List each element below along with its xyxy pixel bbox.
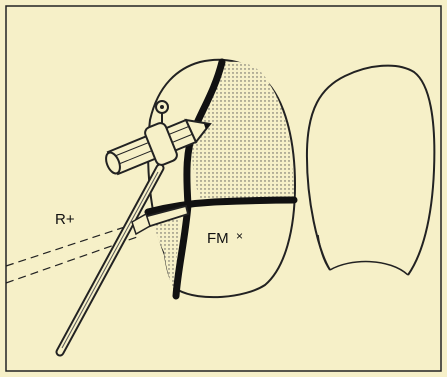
label-fm-mark: ×	[236, 229, 243, 243]
holder-rod-core	[62, 172, 158, 348]
label-r-plus: R+	[55, 211, 75, 228]
label-fm: FM	[207, 230, 229, 247]
adjacent-tooth-gumline	[330, 262, 408, 275]
adjacent-tooth-outline	[307, 66, 434, 275]
